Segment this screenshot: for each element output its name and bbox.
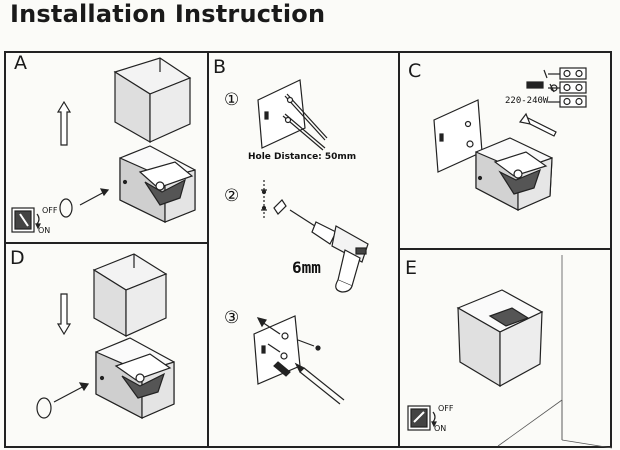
switch-off-label: OFF (42, 206, 58, 215)
drill-icon (289, 209, 369, 293)
panel-d (4, 242, 209, 448)
plate-screws-icon (253, 315, 345, 405)
lamp-base-icon (475, 137, 553, 211)
panel-e (398, 248, 612, 448)
step-3-marker: ③ (224, 308, 240, 328)
mounted-lamp-icon (456, 289, 544, 388)
panel-b-label: B (213, 56, 227, 78)
lamp-base-icon (119, 145, 196, 223)
switch-off-label-e: OFF (438, 404, 454, 413)
mounting-plate-icon (257, 79, 328, 151)
lamp-cover-icon (113, 57, 192, 144)
lamp-base-icon (95, 337, 175, 419)
drill-size-label: 6mm (292, 258, 321, 277)
down-arrow-icon (56, 293, 72, 336)
switch-on-label-e: ON (434, 424, 447, 433)
panel-d-label: D (10, 247, 25, 269)
wall-switch-icon (11, 207, 41, 233)
wall-plate-icon (433, 99, 483, 173)
page-title: Installation Instruction (10, 0, 326, 28)
terminal-block-icon (526, 67, 587, 108)
screw-arrow-icon (79, 188, 110, 206)
step-1-marker: ① (224, 90, 240, 110)
panel-c-label: C (408, 60, 422, 82)
screw-arrow-icon (53, 382, 90, 403)
insert-arrow-icon (518, 112, 557, 137)
switch-on-label: ON (38, 226, 51, 235)
step-2-marker: ② (224, 186, 240, 206)
hole-distance-label: Hole Distance: 50mm (248, 152, 357, 162)
panel-e-label: E (405, 257, 418, 279)
wall-corner-lines (497, 255, 613, 449)
up-arrow-icon (56, 100, 72, 146)
ring-clip-icon (36, 397, 52, 419)
wall-switch-icon (407, 405, 437, 431)
panel-a-label: A (14, 52, 27, 74)
ring-clip-icon (59, 198, 73, 218)
hole-marks-icon (261, 180, 287, 218)
lamp-cover-icon (92, 253, 168, 338)
voltage-label: 220-240W (505, 96, 549, 106)
